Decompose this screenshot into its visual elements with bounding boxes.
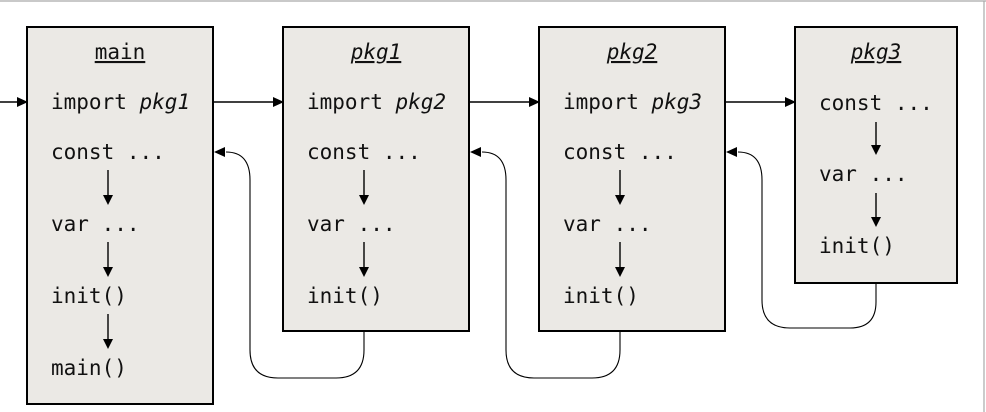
box-pkg3-step-init: init() xyxy=(819,234,895,258)
box-pkg3-title: pkg3 xyxy=(850,40,902,64)
box-pkg1: pkg1 import pkg2 const ... var ... init() xyxy=(282,26,470,332)
box-pkg1-step-var: var ... xyxy=(307,212,396,236)
import-keyword: import xyxy=(307,90,383,114)
box-pkg2: pkg2 import pkg3 const ... var ... init() xyxy=(538,26,726,332)
entry-arrow-head xyxy=(17,97,28,107)
box-pkg2-step-var: var ... xyxy=(563,212,652,236)
pkg3-flow-arrow-2-head xyxy=(871,217,881,227)
return-loop-pkg3-to-pkg2-head xyxy=(726,147,737,157)
box-pkg2-step-init: init() xyxy=(563,284,639,308)
box-pkg1-step-init: init() xyxy=(307,284,383,308)
box-pkg1-import-line: import pkg2 xyxy=(307,90,446,114)
pkg3-flow-arrow-1-head xyxy=(871,145,881,155)
import-target-pkg2: pkg2 xyxy=(394,90,446,114)
box-pkg2-frame xyxy=(538,26,726,332)
return-loop-pkg3-to-pkg2 xyxy=(737,151,877,329)
box-main-step-var: var ... xyxy=(51,212,140,236)
box-main-step-main: main() xyxy=(51,356,127,380)
box-pkg1-title: pkg1 xyxy=(350,40,402,64)
box-pkg2-import-line: import pkg3 xyxy=(563,90,702,114)
box-pkg2-title: pkg2 xyxy=(606,40,658,64)
import-keyword: import xyxy=(563,90,639,114)
main-flow-arrow-2-head xyxy=(103,267,113,277)
box-pkg2-step-const: const ... xyxy=(563,140,677,164)
return-loop-pkg2-to-pkg1-head xyxy=(470,147,481,157)
import-target-pkg3: pkg3 xyxy=(650,90,702,114)
import-keyword: import xyxy=(51,90,127,114)
box-pkg1-frame xyxy=(282,26,470,332)
pkg1-flow-arrow-2-head xyxy=(359,267,369,277)
import-target-pkg1: pkg1 xyxy=(138,90,190,114)
main-flow-arrow-1-head xyxy=(103,195,113,205)
box-main-frame xyxy=(26,26,214,405)
box-main-import-line: import pkg1 xyxy=(51,90,190,114)
import-arrow-main-to-pkg1-head xyxy=(273,97,284,107)
box-main-step-init: init() xyxy=(51,284,127,308)
import-arrow-pkg1-to-pkg2-head xyxy=(529,97,540,107)
box-pkg3-step-var: var ... xyxy=(819,162,908,186)
box-main-title: main xyxy=(95,40,146,64)
pkg2-flow-arrow-1-head xyxy=(615,195,625,205)
import-arrow-pkg2-to-pkg3-head xyxy=(785,97,796,107)
box-main: main import pkg1 const ... var ... init()… xyxy=(26,26,214,405)
return-loop-pkg1-to-main xyxy=(225,151,365,379)
box-pkg1-step-const: const ... xyxy=(307,140,421,164)
main-flow-arrow-3-head xyxy=(103,339,113,349)
box-main-step-const: const ... xyxy=(51,140,165,164)
box-pkg3: pkg3 const ... var ... init() xyxy=(794,26,958,284)
return-loop-pkg1-to-main-head xyxy=(214,147,225,157)
pkg1-flow-arrow-1-head xyxy=(359,195,369,205)
pkg2-flow-arrow-2-head xyxy=(615,267,625,277)
return-loop-pkg2-to-pkg1 xyxy=(481,151,621,379)
box-pkg3-step-const: const ... xyxy=(819,91,933,115)
